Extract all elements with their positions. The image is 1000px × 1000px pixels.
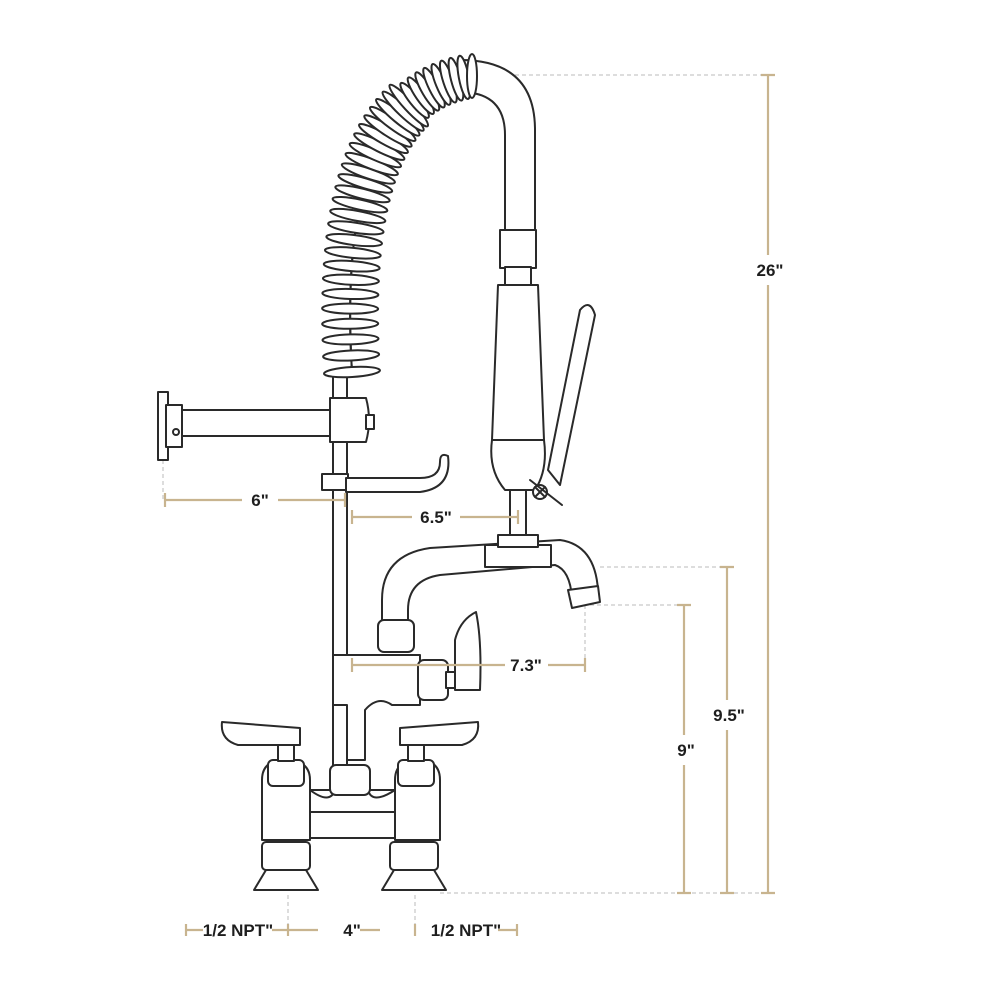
deck-base — [220, 721, 480, 891]
spring-coil — [321, 53, 478, 379]
coil-loop — [322, 349, 381, 362]
wall-bracket — [157, 391, 375, 461]
dimension-lines — [163, 73, 775, 936]
dim-spray-reach: 6.5" — [420, 508, 452, 527]
coil-loop — [331, 195, 389, 214]
coil-loop — [322, 259, 381, 273]
coil-loop — [321, 287, 380, 301]
coil-loop — [466, 53, 478, 99]
swing-spout — [377, 534, 601, 653]
valve-body — [332, 611, 482, 761]
dim-overall-height: 26" — [757, 261, 784, 280]
dim-spout-height-top: 9.5" — [713, 706, 745, 725]
dim-wall-bracket-depth: 6" — [251, 491, 269, 510]
spray-hook — [321, 453, 450, 493]
coil-loop — [321, 317, 380, 330]
spout-valve-handle[interactable] — [454, 611, 482, 691]
coil-loop — [327, 220, 385, 236]
coil-loop — [329, 207, 387, 225]
dim-spout-outlet-height: 9" — [677, 741, 695, 760]
dim-inlet-right: 1/2 NPT" — [431, 921, 501, 940]
right-handle[interactable] — [399, 721, 480, 746]
gooseneck-tube — [459, 59, 536, 233]
coil-loop — [323, 365, 381, 379]
dim-center-spacing: 4" — [343, 921, 361, 940]
coil-loop — [321, 302, 380, 315]
dim-inlet-left: 1/2 NPT" — [203, 921, 273, 940]
guide-lines — [162, 74, 768, 932]
spray-head — [490, 229, 596, 539]
coil-loop — [321, 333, 380, 346]
spray-lever[interactable] — [547, 304, 596, 486]
left-handle[interactable] — [220, 721, 301, 746]
coil-loop — [321, 273, 380, 286]
dim-spout-reach: 7.3" — [510, 656, 542, 675]
coil-loop — [325, 233, 383, 248]
coil-loop — [323, 246, 382, 260]
